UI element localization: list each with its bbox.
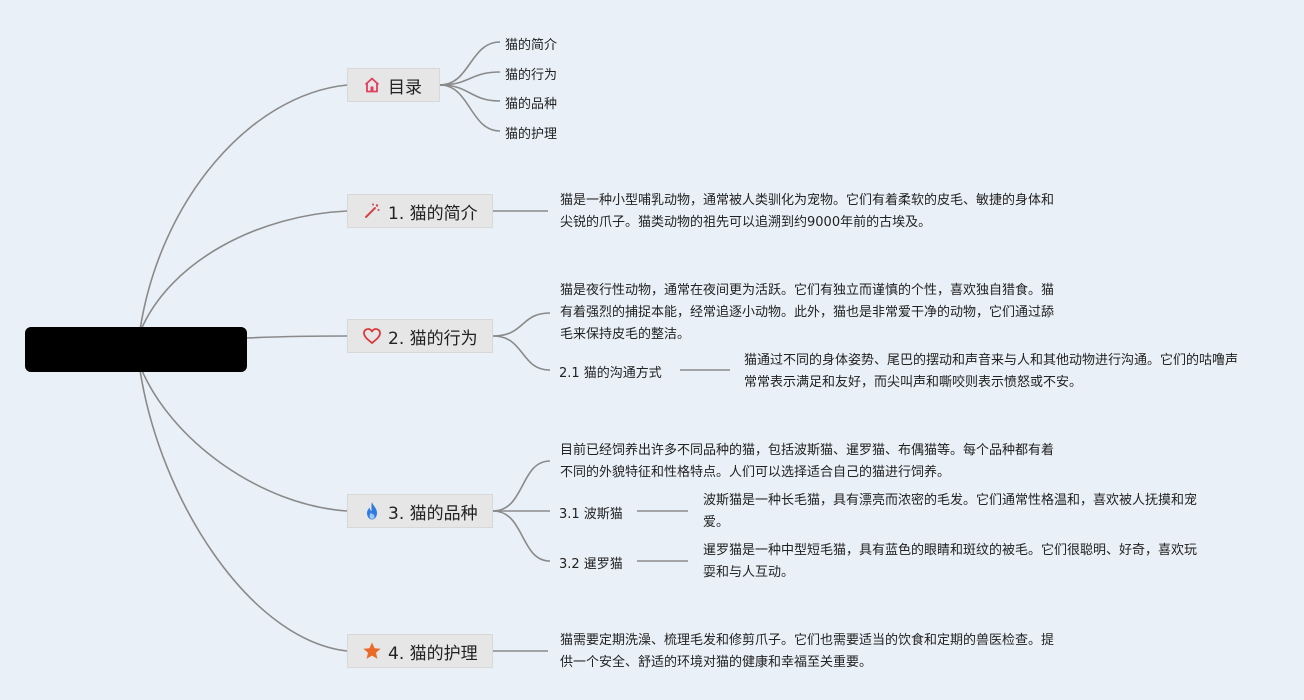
section-1-text: 猫是一种小型哺乳动物，通常被人类驯化为宠物。它们有着柔软的皮毛、敏捷的身体和尖锐… [560,193,1055,230]
connector-toc-1 [439,41,501,86]
toc-item[interactable]: 猫的行为 [505,68,558,83]
connector-root-toc [139,84,348,331]
toc-title: 目录 [388,77,422,98]
home-icon [362,75,382,95]
section-1-node[interactable]: 1. 猫的简介 [347,194,493,228]
connector-root-s3 [139,365,348,512]
connector-s3-sub2 [492,510,551,562]
toc-node[interactable]: 目录 [347,68,440,102]
connector-s3-text [492,460,551,512]
connector-toc-4 [439,84,501,132]
section-2-text: 猫是夜行性动物，通常在夜间更为活跃。它们有独立而谨慎的个性，喜欢独自猎食。猫有着… [560,283,1055,342]
connector-s2-sub1 [492,335,551,371]
section-2-node[interactable]: 2. 猫的行为 [347,319,493,353]
subsection-3-1-title[interactable]: 3.1 波斯猫 [559,507,623,522]
subsection-3-2-text: 暹罗猫是一种中型短毛猫，具有蓝色的眼睛和斑纹的被毛。它们很聪明、好奇，喜欢玩耍和… [703,543,1198,580]
section-2-title: 2. 猫的行为 [388,328,478,349]
section-3-node[interactable]: 3. 猫的品种 [347,494,493,528]
magic-wand-icon [362,201,382,221]
connector-root-s1 [139,210,348,333]
section-4-title: 4. 猫的护理 [388,643,478,664]
subsection-2-1-title[interactable]: 2.1 猫的沟通方式 [559,366,662,381]
connector-root-s2 [246,335,348,339]
subsection-3-2-title[interactable]: 3.2 暹罗猫 [559,557,623,572]
section-1-title: 1. 猫的简介 [388,203,478,224]
connector-s2-text [492,312,551,337]
toc-item[interactable]: 猫的品种 [505,97,558,112]
star-icon [362,641,382,661]
section-3-title: 3. 猫的品种 [388,503,478,524]
section-4-text: 猫需要定期洗澡、梳理毛发和修剪爪子。它们也需要适当的饮食和定期的兽医检查。提供一… [560,633,1055,670]
toc-item[interactable]: 猫的护理 [505,127,558,142]
fire-icon [362,501,382,521]
section-4-node[interactable]: 4. 猫的护理 [347,634,493,668]
subsection-3-1-text: 波斯猫是一种长毛猫，具有漂亮而浓密的毛发。它们通常性格温和，喜欢被人抚摸和宠爱。 [703,493,1198,530]
section-3-text: 目前已经饲养出许多不同品种的猫，包括波斯猫、暹罗猫、布偶猫等。每个品种都有着不同… [560,443,1055,480]
heart-icon [362,326,382,346]
connector-root-s4 [139,369,348,652]
toc-item[interactable]: 猫的简介 [505,38,558,53]
subsection-2-1-text: 猫通过不同的身体姿势、尾巴的摆动和声音来与人和其他动物进行沟通。它们的咕噜声常常… [744,353,1239,390]
root-node[interactable] [25,327,247,372]
